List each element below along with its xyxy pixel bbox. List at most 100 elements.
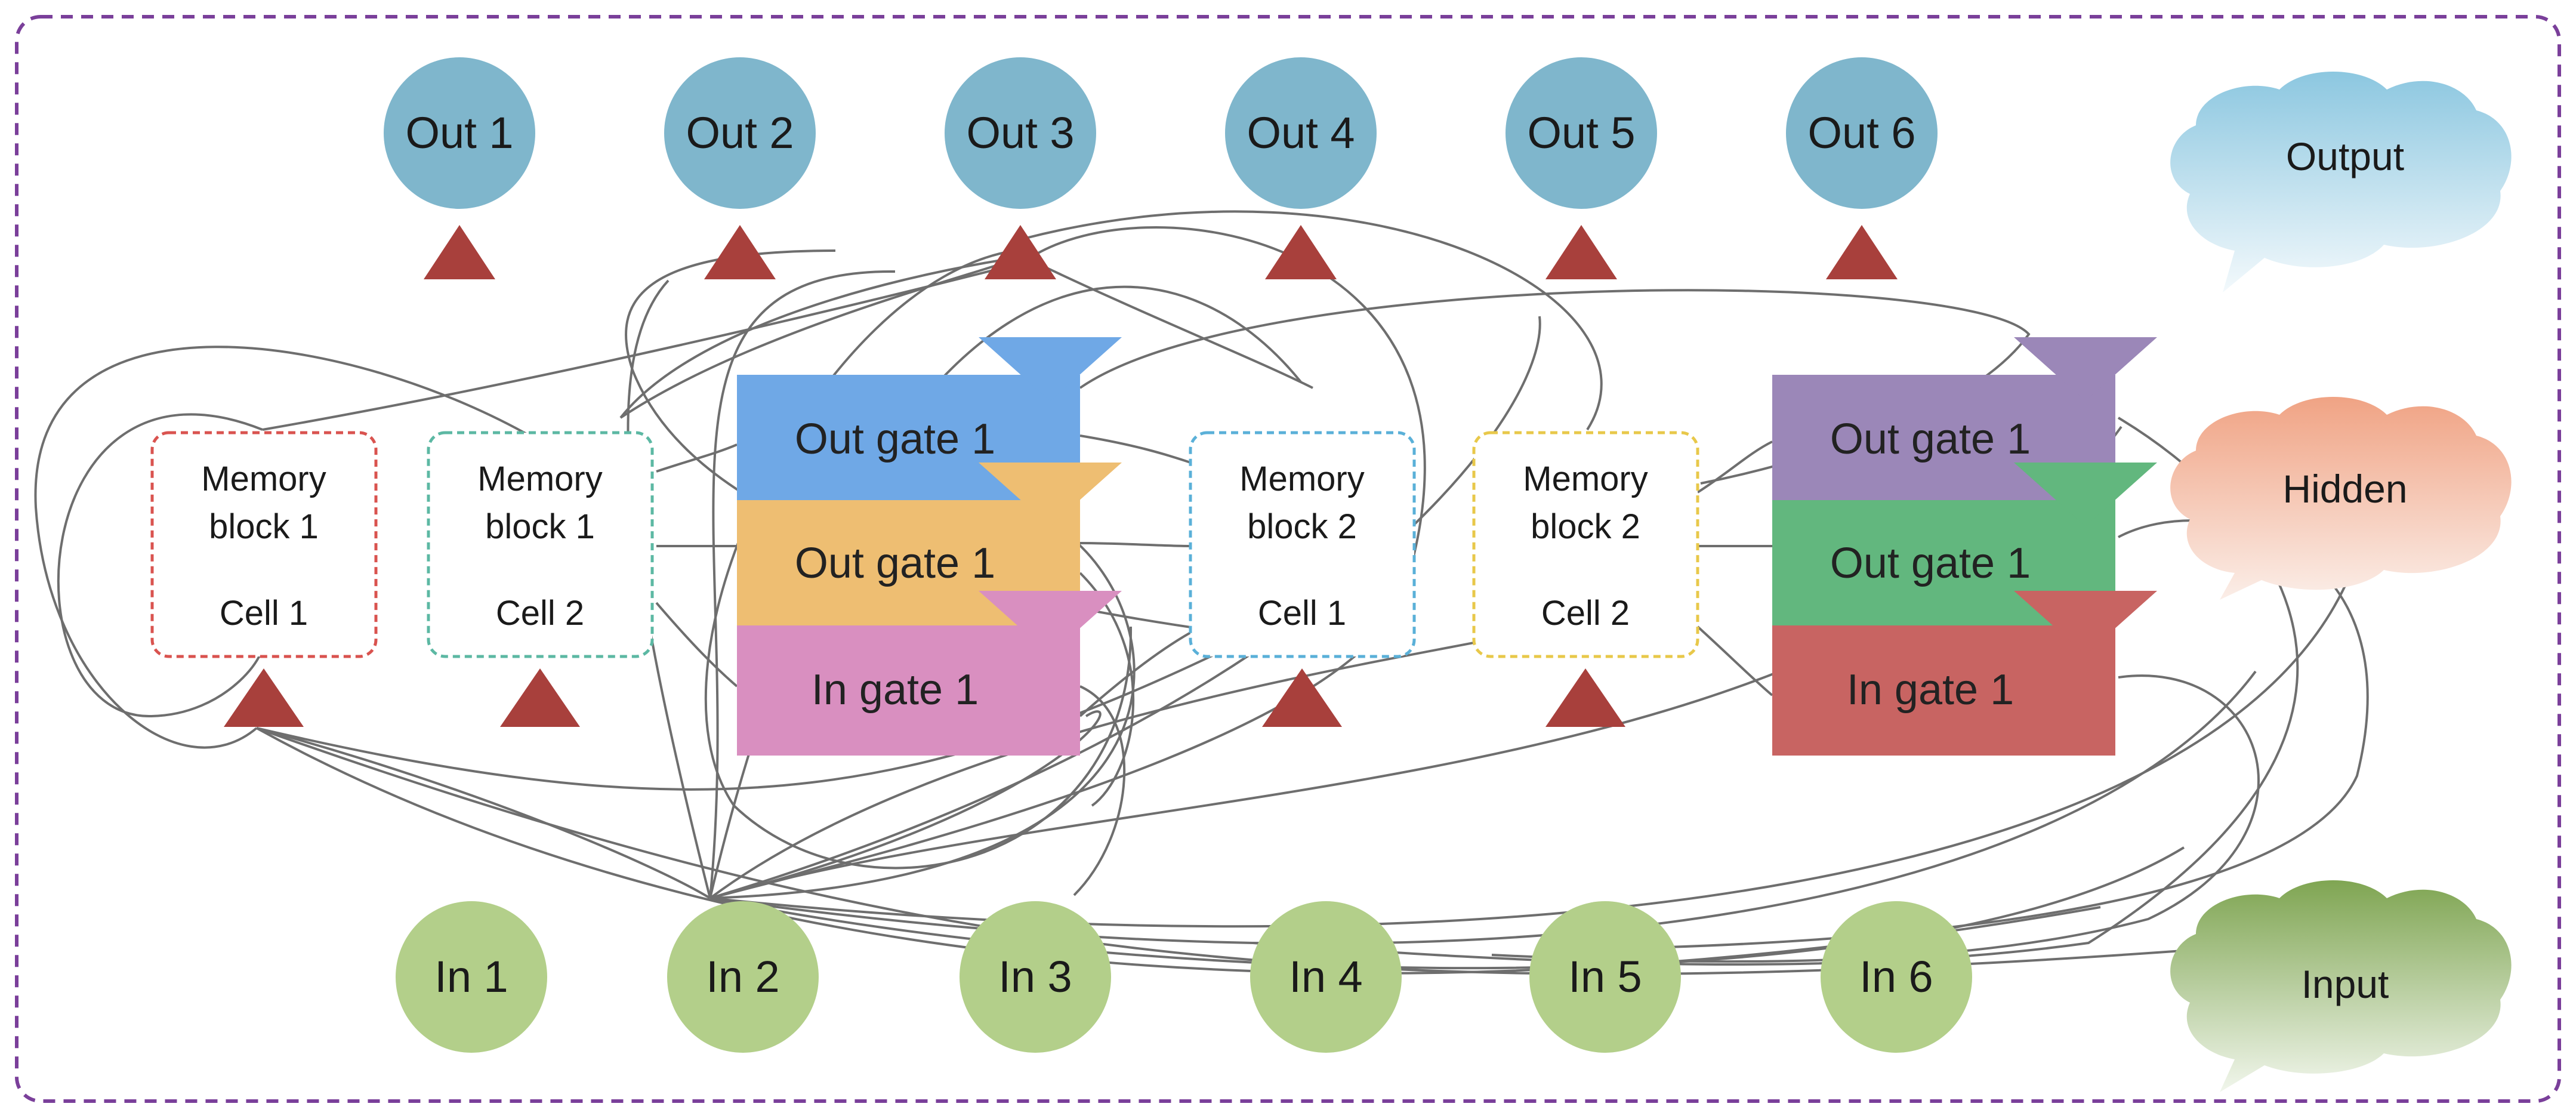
gate-stack-1-out-gate-a[interactable]: Out gate 1 — [737, 375, 1080, 500]
input-node-label: In 1 — [434, 952, 508, 1001]
input-node-label: In 6 — [1859, 952, 1933, 1001]
cloud-shape — [2170, 72, 2512, 292]
connection-wire — [619, 255, 1024, 419]
connection-wire — [709, 270, 896, 899]
gate-triangle — [2014, 337, 2157, 401]
connection-wire — [1023, 255, 1313, 389]
diagram-frame — [15, 15, 2561, 1103]
memory-block-1-cell-2[interactable]: Memory block 1 Cell 2 — [427, 431, 654, 727]
memory-block-2-cell-1[interactable]: Memory block 2 Cell 1 — [1189, 431, 1416, 727]
memory-block-triangle — [1545, 668, 1625, 727]
output-node-6[interactable]: Out 6 — [1786, 57, 1938, 279]
input-node-circle — [960, 901, 1111, 1053]
input-layer-label: Input — [2302, 962, 2389, 1006]
memory-block-triangle — [500, 668, 580, 727]
output-node-5[interactable]: Out 5 — [1506, 57, 1657, 279]
memory-cell-label: Cell 2 — [1541, 594, 1630, 633]
gate-triangle — [979, 463, 1122, 526]
input-node-circle — [1250, 901, 1402, 1053]
memory-block-triangle — [224, 668, 304, 727]
input-node-1[interactable]: In 1 — [396, 901, 547, 1053]
input-node-label: In 4 — [1289, 952, 1362, 1001]
connection-wire — [256, 608, 1307, 791]
output-node-circle — [664, 57, 816, 209]
memory-block-subtitle: block 2 — [1531, 507, 1640, 546]
output-node-4[interactable]: Out 4 — [1225, 57, 1377, 279]
output-layer: Out 1 Out 2 Out 3 Out 4 Out 5 Out 6 — [384, 57, 1938, 279]
output-node-2[interactable]: Out 2 — [664, 57, 816, 279]
input-node-6[interactable]: In 6 — [1821, 901, 1972, 1053]
connection-wire — [1023, 210, 1603, 431]
output-node-triangle — [704, 225, 776, 279]
output-node-triangle — [1265, 225, 1337, 279]
connection-wire — [256, 727, 711, 899]
memory-block-subtitle: block 2 — [1247, 507, 1357, 546]
input-node-3[interactable]: In 3 — [960, 901, 1111, 1053]
output-node-circle — [1225, 57, 1377, 209]
gate-stack-2-in-gate[interactable]: In gate 1 — [1772, 625, 2115, 756]
gate-stack-2: Out gate 1 Out gate 1 In gate 1 — [1772, 337, 2157, 756]
memory-block-1-cell-1[interactable]: Memory block 1 Cell 1 — [150, 431, 378, 727]
output-layer-cloud: Output — [2170, 72, 2512, 292]
input-node-label: In 5 — [1568, 952, 1642, 1001]
memory-block-border — [1472, 431, 1699, 658]
memory-cell-label: Cell 1 — [220, 594, 308, 633]
hidden-layer-cloud: Hidden — [2170, 397, 2512, 600]
memory-block-title: Memory — [1523, 460, 1648, 498]
output-node-circle — [945, 57, 1096, 209]
connection-wire — [709, 846, 2185, 970]
memory-block-border — [150, 431, 378, 658]
input-node-5[interactable]: In 5 — [1529, 901, 1681, 1053]
cloud-shape — [2170, 880, 2512, 1092]
connection-wire — [256, 727, 2101, 975]
output-node-label: Out 2 — [686, 108, 794, 158]
connection-wire — [1696, 625, 1773, 696]
memory-block-subtitle: block 1 — [209, 507, 319, 546]
connection-wire — [1079, 434, 1191, 464]
gate-label: In gate 1 — [812, 666, 979, 714]
memory-block-title: Memory — [201, 460, 326, 498]
output-node-circle — [1786, 57, 1938, 209]
input-node-circle — [1821, 901, 1972, 1053]
memory-block-border — [1189, 431, 1416, 658]
gate-stack-1: Out gate 1 Out gate 1 In gate 1 — [737, 337, 1122, 756]
connection-wire — [656, 443, 738, 473]
output-node-circle — [1506, 57, 1657, 209]
output-node-label: Out 4 — [1247, 108, 1355, 158]
connection-wire — [34, 346, 541, 749]
input-node-circle — [667, 901, 819, 1053]
gate-label: Out gate 1 — [795, 415, 995, 463]
gate-triangle — [979, 591, 1122, 655]
output-node-1[interactable]: Out 1 — [384, 57, 535, 279]
cloud-shape — [2170, 397, 2512, 600]
gate-box — [737, 625, 1080, 756]
gate-triangle — [979, 337, 1122, 401]
gate-label: Out gate 1 — [1830, 415, 2031, 463]
connection-wire — [709, 710, 1102, 899]
gate-label: Out gate 1 — [1830, 540, 2031, 587]
output-node-label: Out 5 — [1528, 108, 1636, 158]
input-node-label: In 3 — [998, 952, 1072, 1001]
output-node-triangle — [985, 225, 1056, 279]
output-layer-label: Output — [2286, 134, 2404, 178]
input-node-circle — [396, 901, 547, 1053]
input-node-4[interactable]: In 4 — [1250, 901, 1402, 1053]
connection-wire — [655, 602, 738, 688]
memory-cell-label: Cell 1 — [1258, 594, 1346, 633]
connection-wire — [619, 255, 1024, 419]
memory-block-2-cell-2[interactable]: Memory block 2 Cell 2 — [1472, 431, 1699, 727]
connection-wire — [1696, 440, 1773, 494]
output-node-label: Out 3 — [967, 108, 1075, 158]
gate-triangle — [2014, 591, 2157, 655]
connection-wire — [704, 249, 1133, 870]
connection-wire — [57, 413, 266, 718]
output-node-triangle — [1826, 225, 1898, 279]
memory-block-subtitle: block 1 — [485, 507, 595, 546]
output-node-triangle — [424, 225, 495, 279]
gate-stack-1-in-gate[interactable]: In gate 1 — [737, 625, 1080, 756]
input-node-2[interactable]: In 2 — [667, 901, 819, 1053]
gate-label: Out gate 1 — [795, 540, 995, 587]
output-node-3[interactable]: Out 3 — [945, 57, 1096, 279]
output-node-label: Out 1 — [406, 108, 514, 158]
